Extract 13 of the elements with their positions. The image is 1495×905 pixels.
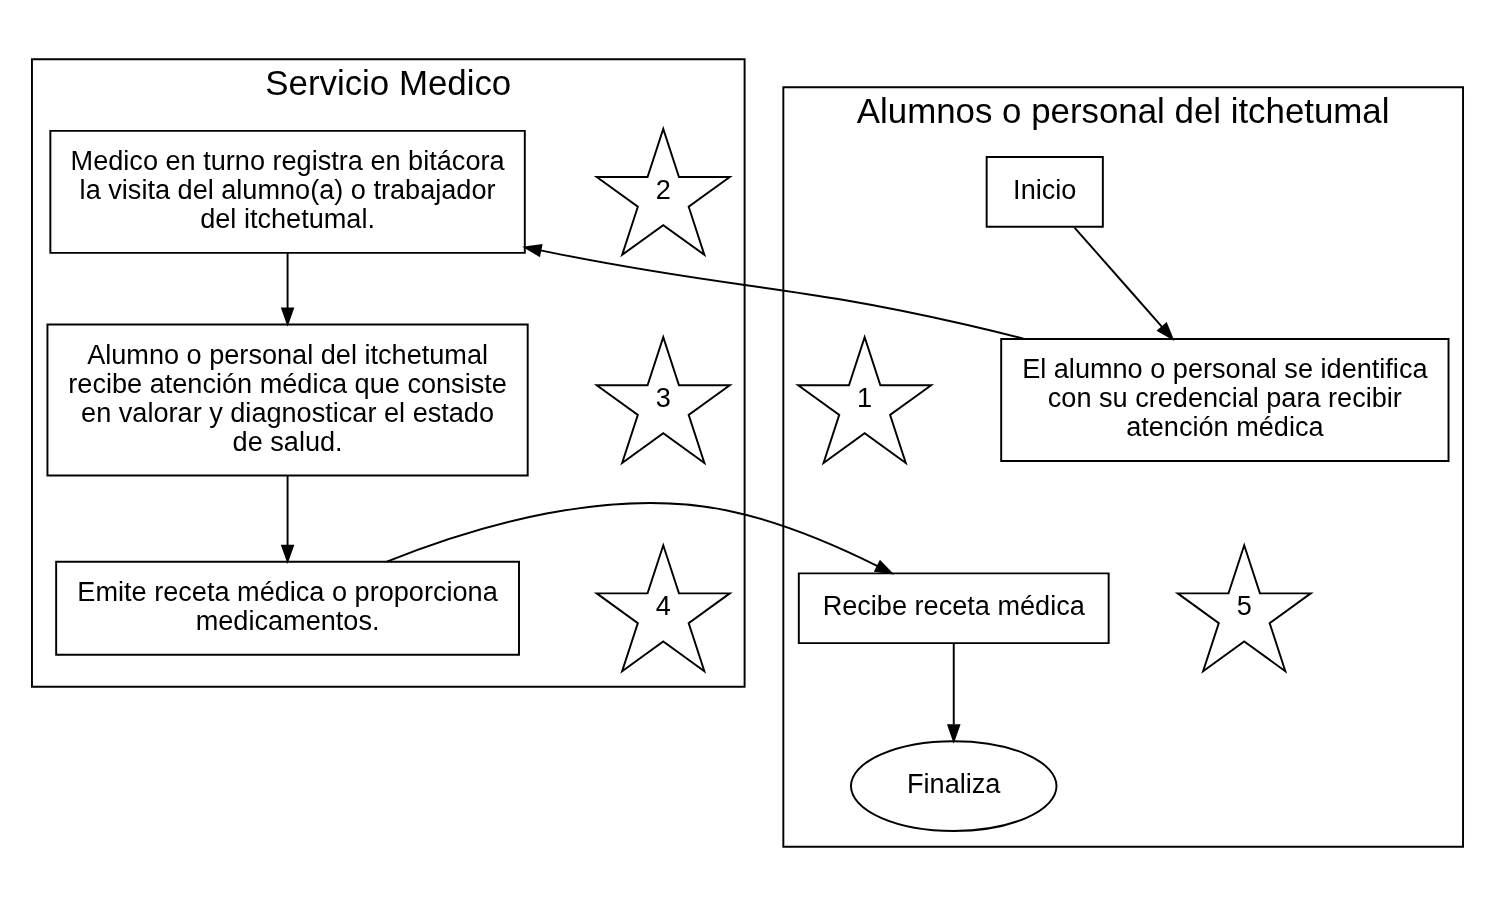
node-box: Recibe receta médica bbox=[797, 571, 1110, 644]
arrow bbox=[280, 251, 295, 327]
arrow bbox=[946, 642, 961, 744]
arrow bbox=[1073, 226, 1175, 341]
node-box: El alumno o personal se identifica con su credencial para recibir atención médica bbox=[1000, 337, 1450, 462]
node-box: Inicio bbox=[985, 155, 1104, 228]
node-box: Alumno o personal del itchetumal recibe atención médica que consiste en valorar y diagnosticar el estado de salud. bbox=[46, 323, 529, 477]
arrow bbox=[385, 501, 895, 574]
arrow bbox=[280, 474, 295, 564]
arrow bbox=[522, 243, 1026, 340]
node-box: Medico en turno registra en bitácora la visita del alumno(a) o trabajador del itchetumal. bbox=[49, 129, 526, 254]
node-box: Emite receta médica o proporciona medicamentos. bbox=[55, 560, 520, 656]
node-ellipse: Finaliza bbox=[850, 739, 1058, 832]
